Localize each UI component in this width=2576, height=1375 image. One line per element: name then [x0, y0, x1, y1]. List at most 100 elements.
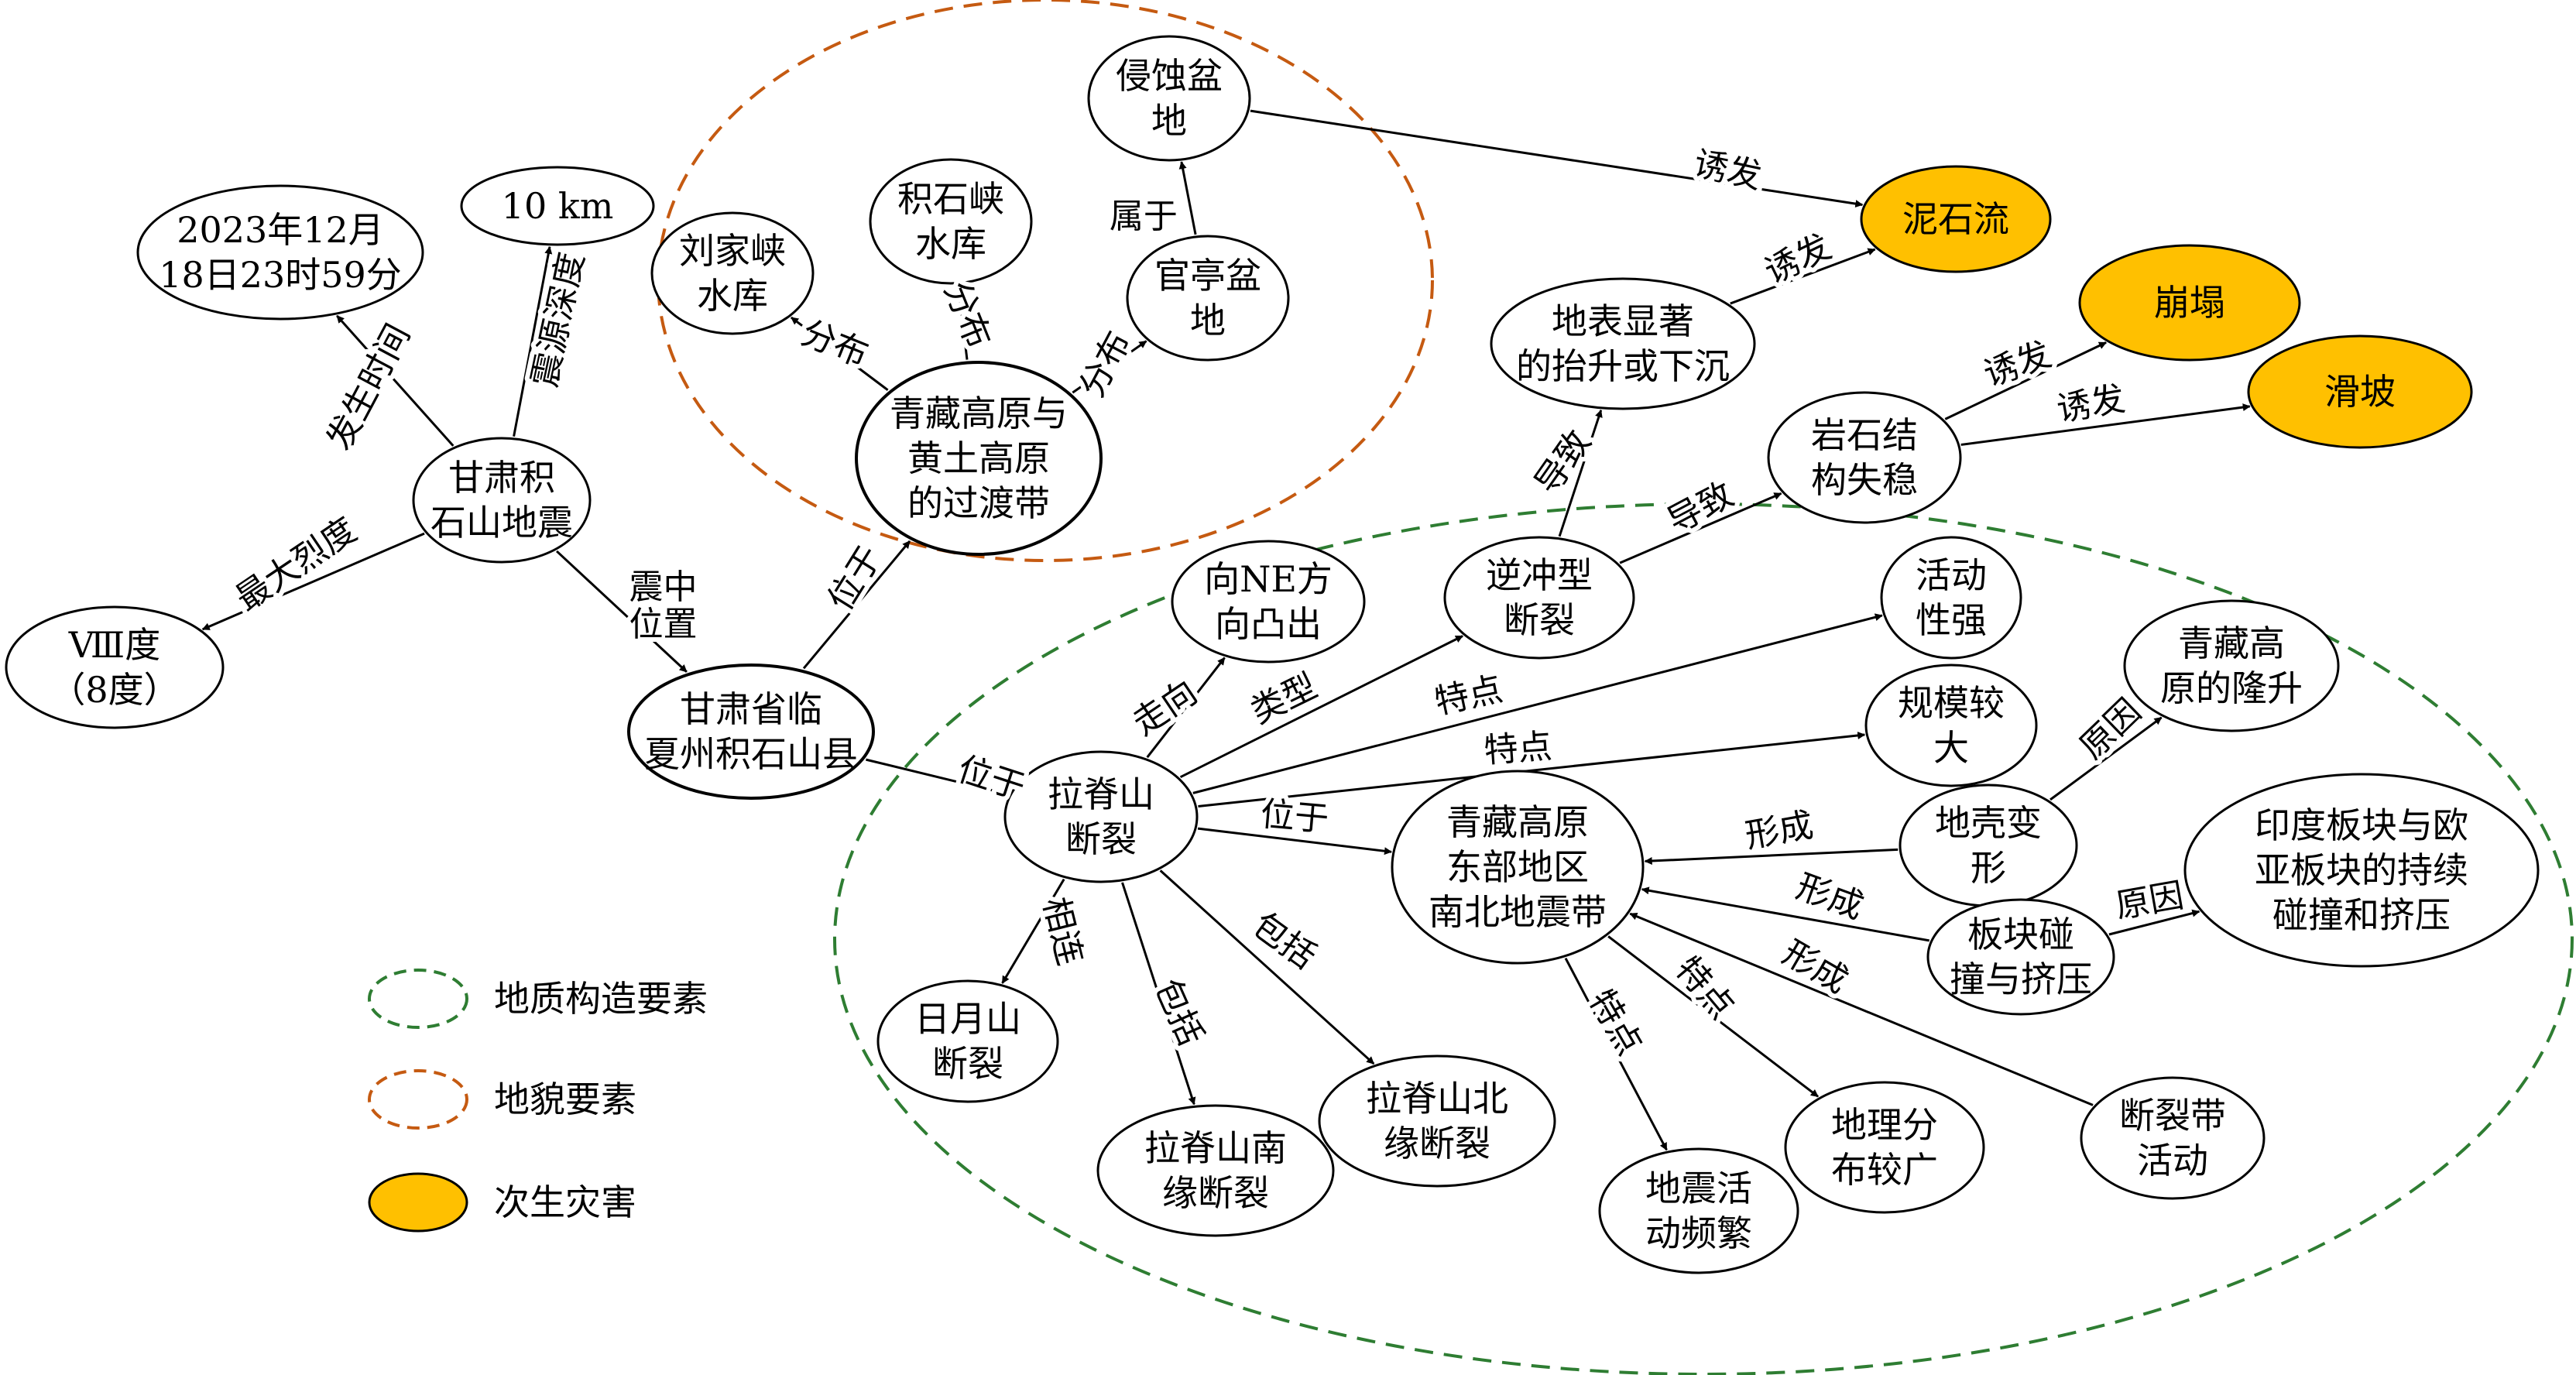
node-label: 甘肃省临夏州积石山县 — [644, 688, 858, 775]
edge-label-text: 位于 — [1259, 794, 1330, 839]
edge-label-text: 特点 — [1483, 727, 1553, 771]
node-label: 侵蚀盆地 — [1116, 55, 1223, 142]
node-jishixia: 积石峡水库 — [869, 158, 1033, 285]
edge-thrust_fault-rock_unstable — [1619, 492, 1782, 564]
edge-erosion_basin-mudflow — [1250, 109, 1864, 208]
node-landslide: 滑坡 — [2247, 334, 2473, 449]
node-shape — [650, 211, 815, 335]
edge-thrust_fault-uplift_subside — [1558, 409, 1603, 537]
edge-label-gansu_quake-jishishan_county: 震中位置 — [625, 563, 702, 649]
node-thrust_fault: 逆冲型断裂 — [1443, 536, 1635, 660]
edge-label-transition_zone-liujiaxia: 分布 — [791, 308, 879, 379]
node-label: 印度板块与欧亚板块的持续碰撞和挤压 — [2255, 804, 2468, 936]
edge-label-lajishan_fault-riyueshan: 相连 — [1031, 889, 1095, 974]
node-shape — [1784, 1081, 1985, 1214]
legend-item-green-dashed: 地质构造要素 — [368, 969, 708, 1029]
edge-label-text: 分布 — [1072, 325, 1139, 404]
edge-fault_activity-ns_seismic_belt — [1629, 912, 2094, 1106]
node-shape — [1880, 536, 2022, 660]
edge-label-lajishan_fault-lajishan_north: 包括 — [1240, 900, 1328, 982]
edge-transition_zone-jishixia — [955, 284, 969, 360]
node-label: 活动性强 — [1916, 554, 1987, 641]
edge-label-transition_zone-jishixia: 分布 — [931, 271, 1003, 358]
node-fault_activity: 断裂带活动 — [2080, 1076, 2266, 1200]
legend-label: 次生灾害 — [494, 1181, 636, 1223]
edge-label-text: 发生时间 — [319, 317, 418, 456]
node-shape — [5, 605, 225, 729]
legend-item-orange-dashed: 地貌要素 — [368, 1069, 636, 1130]
node-shape — [2183, 773, 2540, 968]
edge-gansu_quake-intensity — [201, 532, 425, 631]
node-erosion_basin: 侵蚀盆地 — [1087, 35, 1251, 162]
node-shape — [2123, 599, 2340, 732]
edge-label-text: 位于 — [953, 749, 1030, 808]
tectonic-region-outline — [833, 502, 2574, 1375]
edge-crust_deform-ns_seismic_belt — [1644, 848, 1899, 865]
node-label: 拉脊山南缘断裂 — [1144, 1127, 1287, 1214]
edge-label-crust_deform-plateau_uplift: 原因 — [2067, 687, 2153, 772]
node-label: 地壳变形 — [1935, 802, 2042, 889]
node-shape — [2080, 1076, 2266, 1200]
node-shape — [1003, 750, 1199, 883]
node-shape — [627, 663, 875, 800]
node-label: 地表显著的抬升或下沉 — [1516, 300, 1730, 387]
edge-label-text: 原因 — [2072, 691, 2149, 767]
edge-label-text: 诱发 — [1758, 227, 1837, 292]
edge-label-text: 类型 — [1245, 667, 1323, 732]
edge-lajishan_fault-lajishan_south — [1121, 882, 1196, 1106]
legend-swatch — [368, 969, 468, 1029]
edge-label-uplift_subside-mudflow: 诱发 — [1754, 222, 1841, 297]
edge-label-text: 导致 — [1528, 423, 1599, 502]
node-label: 青藏高原的隆升 — [2160, 622, 2303, 709]
node-shape — [1318, 1054, 1556, 1188]
node-crust_deform: 地壳变形 — [1899, 784, 2078, 907]
edge-lajishan_fault-lajishan_north — [1159, 869, 1375, 1065]
edge-ns_seismic_belt-seismic_frequent — [1564, 957, 1668, 1151]
edge-label-text: 相连 — [1035, 893, 1090, 969]
node-india_eurasia: 印度板块与欧亚板块的持续碰撞和挤压 — [2183, 773, 2540, 968]
node-label: 10 km — [502, 185, 614, 227]
edge-label-text: 分布 — [936, 276, 998, 354]
node-shape — [460, 166, 655, 246]
edge-transition_zone-liujiaxia — [791, 316, 889, 391]
hazard-node-shape — [2247, 334, 2473, 449]
edge-uplift_subside-mudflow — [1730, 248, 1876, 305]
node-ne_convex: 向NE方向凸出 — [1171, 540, 1366, 663]
node-shape — [1126, 235, 1290, 362]
node-label: 地理分布较广 — [1831, 1104, 1938, 1191]
edge-label-gansu_quake-time: 发生时间 — [314, 313, 423, 461]
edge-crust_deform-plateau_uplift — [2049, 716, 2163, 801]
hazard-node-shape — [1860, 165, 2052, 273]
edge-label-text: 特点 — [1668, 949, 1742, 1027]
node-plateau_uplift: 青藏高原的隆升 — [2123, 599, 2340, 732]
edge-label-thrust_fault-uplift_subside: 导致 — [1523, 419, 1604, 506]
edge-lajishan_fault-thrust_fault — [1179, 635, 1463, 779]
node-label: 地震活动频繁 — [1645, 1168, 1752, 1254]
legend-label: 地质构造要素 — [494, 978, 708, 1020]
node-label: 逆冲型断裂 — [1486, 554, 1593, 641]
node-large_scale: 规模较大 — [1864, 663, 2038, 787]
node-intensity: Ⅷ度（8度） — [5, 605, 225, 729]
node-label: 板块碰撞与挤压 — [1950, 914, 2092, 1000]
node-mudflow: 泥石流 — [1860, 165, 2052, 273]
edge-lajishan_fault-ne_convex — [1146, 657, 1226, 759]
node-shape — [1864, 663, 2038, 787]
node-shape — [855, 361, 1103, 556]
node-label: Ⅷ度（8度） — [50, 624, 179, 711]
node-shape — [136, 184, 424, 321]
edge-guanting-erosion_basin — [1178, 161, 1197, 235]
edge-label-text: 包括 — [1147, 973, 1210, 1051]
edge-rock_unstable-collapse — [1944, 341, 2107, 420]
edge-label-rock_unstable-landslide: 诱发 — [2049, 374, 2133, 434]
node-shape — [1767, 391, 1962, 524]
edge-jishishan_county-transition_zone — [802, 540, 911, 670]
legend-label: 地貌要素 — [494, 1078, 636, 1120]
node-riyueshan: 日月山断裂 — [876, 979, 1059, 1103]
node-transition_zone: 青藏高原与黄土高原的过渡带 — [855, 361, 1103, 556]
node-ns_seismic_belt: 青藏高原东部地区南北地震带 — [1391, 770, 1645, 965]
node-depth: 10 km — [460, 166, 655, 246]
node-liujiaxia: 刘家峡水库 — [650, 211, 815, 335]
edge-ns_seismic_belt-wide_dist — [1607, 935, 1819, 1098]
